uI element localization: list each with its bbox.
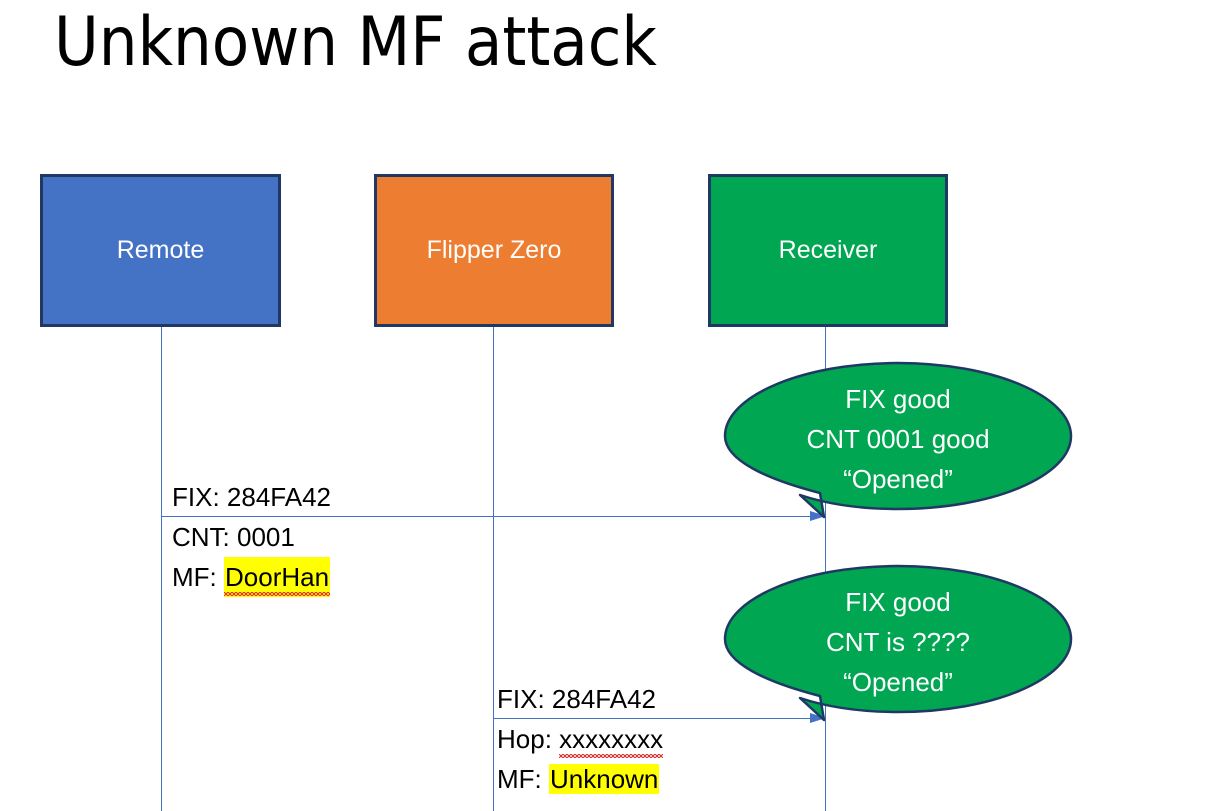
message-line-label: MF: — [172, 562, 224, 592]
actor-label-remote: Remote — [116, 236, 205, 264]
message-line-label: FIX: — [172, 482, 227, 512]
lifeline-receiver — [825, 327, 826, 811]
actor-label-flipper: Flipper Zero — [426, 236, 562, 264]
message-label-flipper-to-receiver: FIX: 284FA42 Hop: xxxxxxxx MF: Unknown — [497, 679, 664, 799]
message-line-label: Hop: — [497, 724, 560, 754]
callout-bubble-first-response[interactable]: FIX good CNT 0001 good “Opened” — [723, 361, 1073, 519]
message-line: MF: Unknown — [497, 759, 663, 799]
lifeline-remote — [161, 327, 162, 811]
message-line-value: 284FA42 — [226, 482, 331, 512]
actor-box-flipper[interactable]: Flipper Zero — [374, 174, 614, 327]
message-line-value: 0001 — [237, 522, 295, 552]
message-line-value: 284FA42 — [551, 684, 656, 714]
message-line-label: CNT: — [172, 522, 237, 552]
message-line: MF: DoorHan — [172, 557, 331, 597]
actor-box-remote[interactable]: Remote — [40, 174, 281, 327]
message-line-label: MF: — [497, 764, 549, 794]
message-line-value-highlighted: DoorHan — [224, 557, 331, 597]
message-line-value-highlighted: Unknown — [549, 764, 660, 794]
message-arrow-flipper-to-receiver — [493, 713, 826, 723]
message-line: Hop: xxxxxxxx — [497, 719, 664, 759]
message-line: FIX: 284FA42 — [497, 679, 663, 719]
message-line-value: xxxxxxxx — [559, 719, 664, 759]
message-arrow-remote-to-receiver — [162, 511, 826, 521]
message-line: CNT: 0001 — [172, 517, 331, 557]
callout-shape — [723, 564, 1073, 722]
message-label-remote-to-receiver: FIX: 284FA42 CNT: 0001 MF: DoorHan — [172, 477, 331, 597]
actor-label-receiver: Receiver — [778, 236, 878, 264]
message-line: FIX: 284FA42 — [172, 477, 331, 517]
lifeline-flipper — [493, 327, 494, 811]
page-title: Unknown MF attack — [54, 3, 657, 82]
message-line-label: FIX: — [497, 684, 552, 714]
actor-box-receiver[interactable]: Receiver — [708, 174, 948, 327]
callout-bubble-second-response[interactable]: FIX good CNT is ???? “Opened” — [723, 564, 1073, 722]
callout-shape — [723, 361, 1073, 519]
